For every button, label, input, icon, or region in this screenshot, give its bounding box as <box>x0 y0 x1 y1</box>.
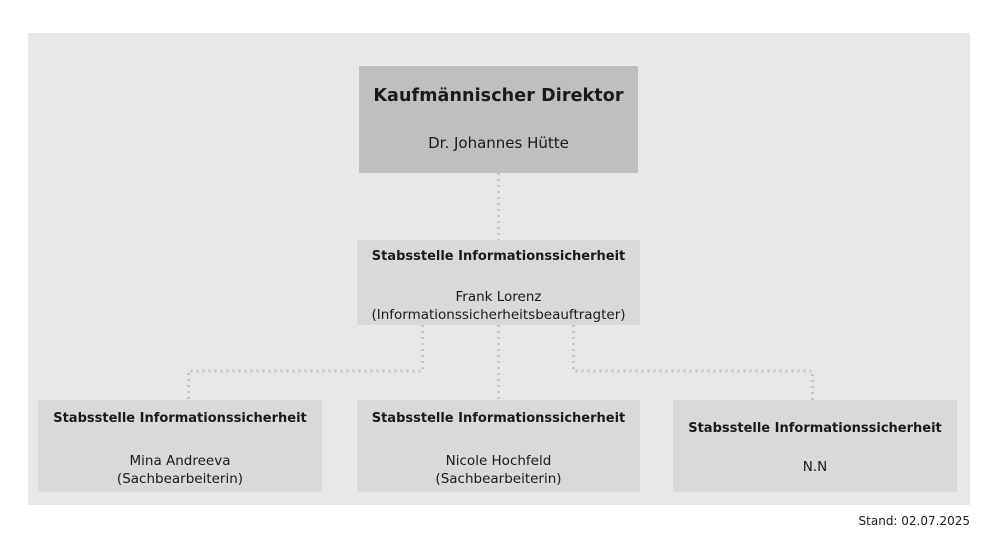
org-node-child-1-person-role: (Sachbearbeiterin) <box>435 470 562 487</box>
org-node-child-0-person-role: (Sachbearbeiterin) <box>116 470 244 487</box>
org-node-staff-unit-person-name: Frank Lorenz <box>455 289 542 306</box>
org-node-staff-unit-person-role: (Informationssicherheitsbeauftragter) <box>371 306 626 323</box>
org-node-child-1-person-name: Nicole Hochfeld <box>445 453 552 470</box>
org-node-child-0-person-name: Mina Andreeva <box>129 453 231 470</box>
org-node-root[interactable]: Kaufmännischer Direktor Dr. Johannes Hüt… <box>359 66 638 173</box>
org-node-child-2[interactable]: Stabsstelle Informationssicherheit N.N <box>673 400 957 492</box>
org-node-child-0-person: Mina Andreeva (Sachbearbeiterin) <box>117 453 243 488</box>
org-node-root-title: Kaufmännischer Direktor <box>373 86 624 106</box>
org-node-child-1-person: Nicole Hochfeld (Sachbearbeiterin) <box>435 453 561 488</box>
org-node-child-1[interactable]: Stabsstelle Informationssicherheit Nicol… <box>357 400 640 492</box>
org-node-child-2-title: Stabsstelle Informationssicherheit <box>688 421 942 436</box>
org-node-child-0-title: Stabsstelle Informationssicherheit <box>53 411 307 426</box>
org-node-child-2-person: N.N <box>802 459 828 476</box>
org-node-staff-unit-person: Frank Lorenz (Informationssicherheitsbea… <box>371 289 625 324</box>
org-node-staff-unit-title: Stabsstelle Informationssicherheit <box>371 249 626 264</box>
org-node-root-person: Dr. Johannes Hütte <box>428 133 569 152</box>
revision-stamp: Stand: 02.07.2025 <box>858 514 970 528</box>
org-node-child-1-title: Stabsstelle Informationssicherheit <box>371 411 626 426</box>
org-node-staff-unit[interactable]: Stabsstelle Informationssicherheit Frank… <box>357 240 640 325</box>
org-node-child-0[interactable]: Stabsstelle Informationssicherheit Mina … <box>38 400 322 492</box>
